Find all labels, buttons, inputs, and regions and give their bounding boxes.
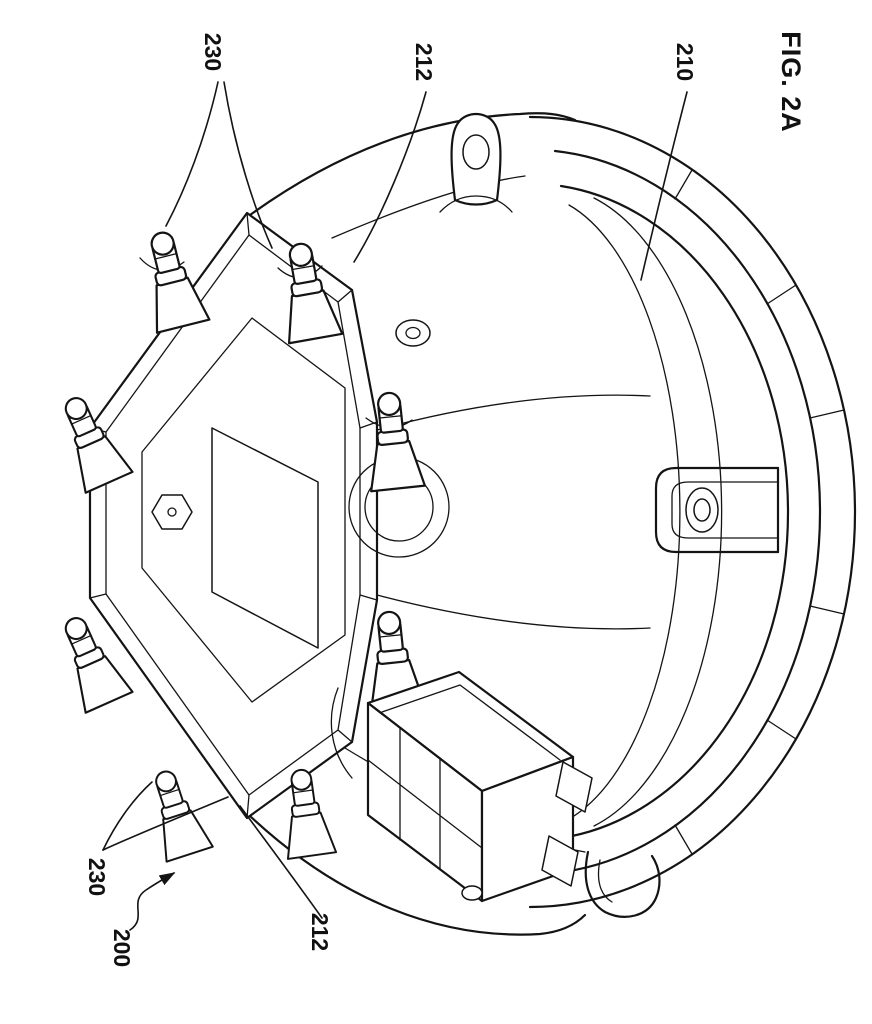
cap-top-face xyxy=(141,317,346,703)
bottom-edge xyxy=(248,814,587,936)
terminal-tower xyxy=(138,763,214,863)
leader-210 xyxy=(640,91,688,281)
top-edge xyxy=(248,112,577,217)
bottom-ear xyxy=(584,850,661,918)
leader-230-bottom-b xyxy=(102,796,229,851)
distributor-cap xyxy=(88,211,450,820)
leader-230-bottom-a xyxy=(102,781,153,851)
connector-block xyxy=(366,670,593,903)
leader-230-top-b xyxy=(223,81,273,249)
figure-caption: FIG. 2A xyxy=(776,31,806,133)
ref-label-212-bottom: 212 xyxy=(307,913,333,951)
ref-label-212-top: 212 xyxy=(411,43,437,81)
ref-label-230-bottom: 230 xyxy=(84,858,110,896)
ref-label-200: 200 xyxy=(109,929,135,967)
mounting-boss xyxy=(439,112,513,213)
side-slot xyxy=(654,466,780,554)
distributor-housing xyxy=(248,112,857,936)
cap-center-ridge xyxy=(211,427,319,649)
hex-boss xyxy=(151,494,193,530)
ref-label-230-top: 230 xyxy=(200,33,226,71)
ref-label-210: 210 xyxy=(672,43,698,81)
leader-lines xyxy=(102,81,688,931)
leader-212-top xyxy=(353,91,427,263)
bolt-boss xyxy=(395,319,431,347)
leader-212-bottom xyxy=(239,805,323,919)
leader-200-arrow xyxy=(129,872,176,931)
leader-230-top-a xyxy=(165,81,219,227)
reference-labels: 230 212 210 230 212 200 FIG. 2A xyxy=(84,31,806,967)
flange-ribs xyxy=(674,169,845,855)
